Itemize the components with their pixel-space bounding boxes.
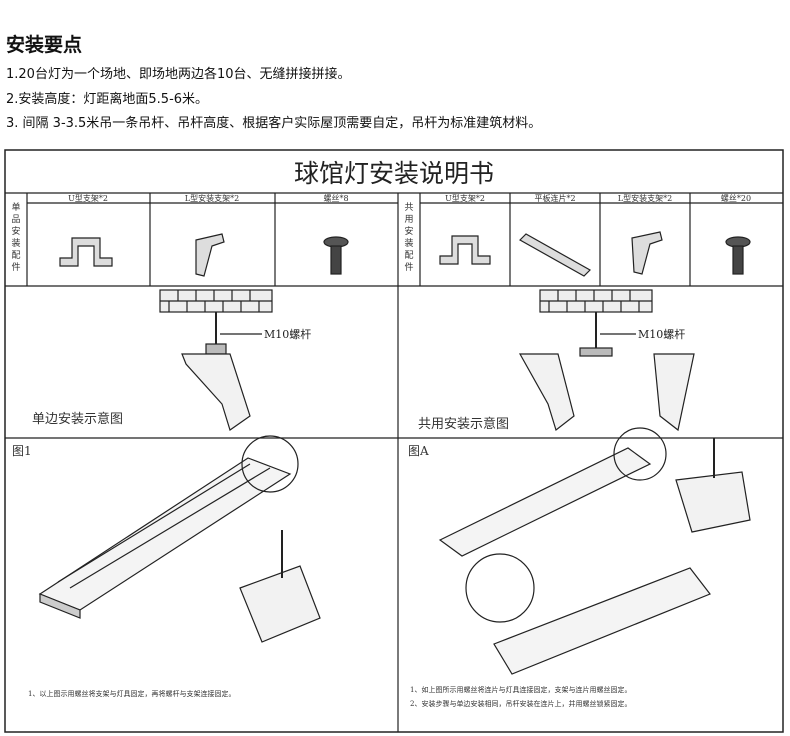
screw-icon: [725, 236, 751, 275]
detail-circle: [241, 435, 299, 493]
right-part-label-l: L型安装支架*2: [618, 193, 672, 203]
figA-note-1: 1、如上图所示用螺丝将连片与灯具连接固定，支架与连片用螺丝固定。: [410, 685, 631, 694]
connector-plate: [579, 347, 613, 357]
lamp-fixture: [493, 567, 711, 675]
left-rod-label: M10螺杆: [264, 327, 311, 341]
fig1-note: 1、以上图示用螺丝将支架与灯具固定，再将螺杆与支架连接固定。: [28, 689, 235, 698]
left-side-label: 单品安装配件: [11, 201, 20, 273]
install-point-1: 1.20台灯为一个场地、即场地两边各10台、无缝拼接拼接。: [6, 67, 351, 82]
plate-connector-icon: [519, 233, 591, 277]
figA-label: 图A: [408, 444, 429, 458]
sheet-title: 球馆灯安装说明书: [294, 159, 494, 188]
lamp-side-view: [653, 353, 695, 432]
lamp-side-view: [518, 353, 575, 432]
fig1-label: 图1: [12, 444, 32, 458]
ceiling-bricks: [159, 289, 273, 313]
right-part-label-plate: 平板连片*2: [534, 193, 575, 203]
detail-circle: [613, 427, 667, 481]
left-caption: 单边安装示意图: [32, 411, 123, 427]
l-bracket-icon: [631, 231, 663, 275]
u-bracket-icon: [439, 235, 491, 265]
right-caption: 共用安装示意图: [418, 416, 509, 432]
right-side-label: 共用安装配件: [404, 202, 413, 273]
l-bracket-icon: [195, 233, 225, 277]
lamp-side-view: [181, 353, 251, 431]
installation-manual-sheet: 球馆灯安装说明书 单品安装配件 共用安装配件 U型支架*2 L型安装支架*2 螺…: [4, 149, 784, 733]
screw-icon: [323, 236, 349, 275]
detail-circle: [465, 553, 535, 623]
figA-note-2: 2、安装步骤与单边安装相同，吊杆安装在连片上，并用螺丝锁紧固定。: [410, 699, 631, 708]
left-part-label-l: L型安装支架*2: [185, 193, 239, 203]
bracket-detail: [675, 471, 751, 533]
mount-plate: [205, 343, 227, 355]
install-point-2: 2.安装高度：灯距离地面5.5-6米。: [6, 92, 209, 107]
side-label-text: 共用安装配件: [404, 202, 413, 273]
u-bracket-icon: [59, 237, 113, 267]
bracket-detail: [239, 565, 321, 643]
left-part-label-u: U型支架*2: [68, 193, 108, 203]
sheet-frame: [4, 149, 784, 733]
right-rod-label: M10螺杆: [638, 327, 685, 341]
page-title: 安装要点: [6, 34, 83, 56]
side-label-text: 单品安装配件: [11, 201, 20, 273]
right-part-label-u: U型支架*2: [445, 193, 485, 203]
ceiling-bricks: [539, 289, 653, 313]
left-part-label-screw: 螺丝*8: [323, 193, 348, 203]
right-part-label-screw: 螺丝*20: [721, 193, 751, 203]
lamp-fixture: [438, 447, 652, 557]
install-point-3: 3. 间隔 3-3.5米吊一条吊杆、吊杆高度、根据客户实际屋顶需要自定，吊杆为标…: [6, 116, 542, 131]
